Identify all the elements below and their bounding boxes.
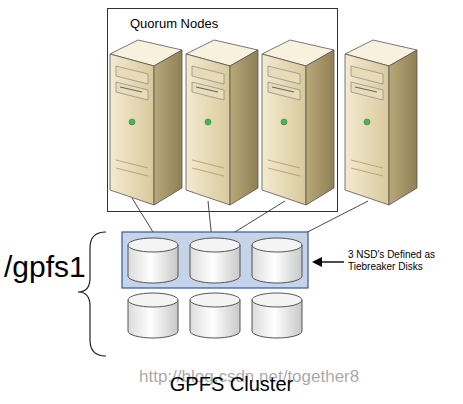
- server-symbol: [345, 40, 417, 205]
- callout-arrow: [320, 261, 344, 262]
- mount-point: /gpfs1: [4, 250, 86, 285]
- disk-symbol: [252, 238, 302, 283]
- server-symbol: [262, 40, 334, 205]
- server-symbol: [110, 40, 182, 205]
- server-symbol: [186, 40, 258, 205]
- disk-symbol: [128, 293, 178, 338]
- disk-symbol: [252, 293, 302, 338]
- callout-text: 3 NSD's Defined as Tiebreaker Disks: [348, 249, 460, 272]
- disk-symbol: [128, 238, 178, 283]
- arrow-head: [312, 257, 322, 267]
- tiebreaker-band: [122, 232, 308, 288]
- disk-symbol: [190, 293, 240, 338]
- diagram-caption: GPFS Cluster: [0, 373, 463, 396]
- group-title: Quorum Nodes: [130, 16, 337, 31]
- disk-symbol: [190, 238, 240, 283]
- group-box: Quorum Nodes: [107, 8, 338, 212]
